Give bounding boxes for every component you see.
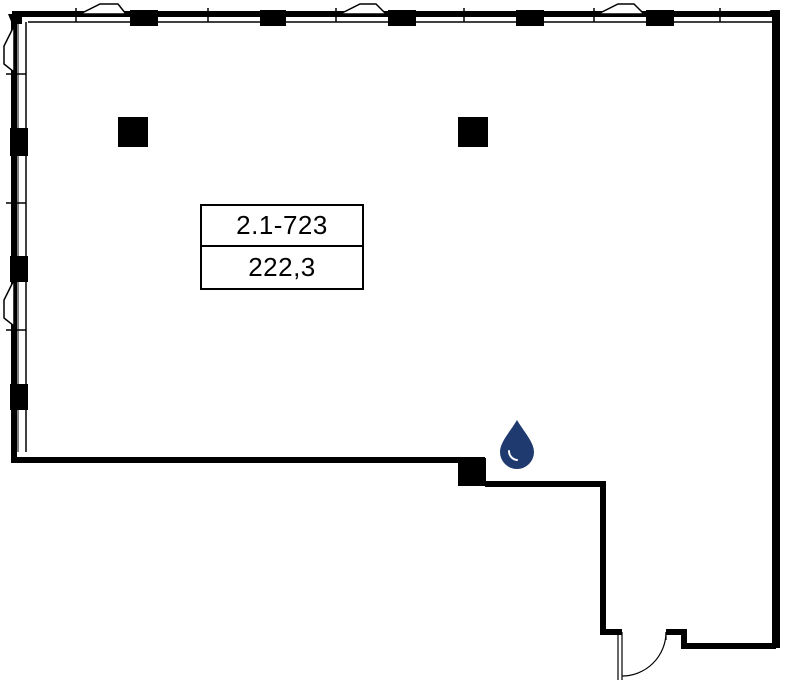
left-window-mullions [6, 73, 26, 331]
corner-block [458, 458, 486, 486]
water-drop-icon [500, 420, 534, 469]
column [458, 117, 488, 147]
unit-number: 2.1-723 [202, 206, 362, 247]
left-window-sashes [3, 25, 15, 328]
top-wall-pillars [130, 10, 780, 26]
unit-area: 222,3 [248, 252, 316, 282]
unit-label: 2.1-723 222,3 [200, 204, 364, 290]
left-wall-pillars [8, 14, 28, 410]
top-window-mullions [75, 8, 721, 22]
column [118, 117, 148, 147]
top-window-sashes [79, 3, 646, 15]
entrance-door [617, 631, 667, 680]
exterior-walls [11, 11, 780, 649]
